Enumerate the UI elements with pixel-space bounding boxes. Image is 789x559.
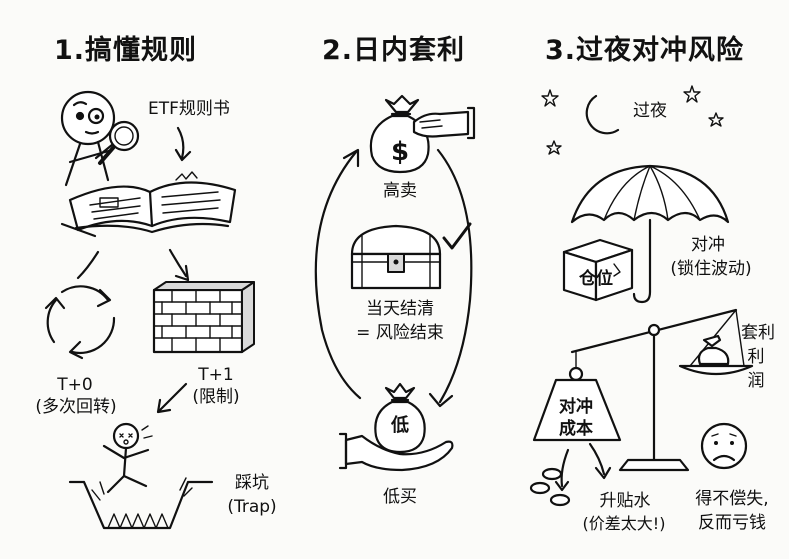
position-label: 仓位 [572, 268, 620, 290]
risk-end-label: = 风险结束 [338, 322, 462, 344]
brick-wall-icon [154, 282, 254, 352]
sell-high-label: 高卖 [376, 180, 424, 202]
premium-label: 升贴水 [592, 490, 658, 512]
panel-3-title: 3.过夜对冲风险 [545, 28, 744, 67]
t1-label: T+1 [188, 364, 244, 386]
trap-label: 踩坑 [228, 472, 276, 494]
pit-trap-icon [70, 478, 212, 528]
treasure-chest-icon [352, 226, 440, 288]
trap-en-label: (Trap) [214, 496, 290, 518]
premium-desc-label: (价差太大!) [572, 514, 676, 535]
t0-label: T+0 [48, 374, 102, 396]
sad-face-icon [702, 424, 746, 468]
arb-profit-label-1: 套利 [736, 322, 780, 344]
hedge-desc-label: (锁住波动) [664, 258, 758, 280]
checkmark-icon [444, 224, 470, 248]
arb-profit-label-2: 利 [744, 346, 768, 368]
to-t1-arrow [170, 250, 188, 280]
falling-person-icon [104, 424, 152, 492]
not-worth-label-1: 得不偿失, [686, 488, 778, 510]
rulebook-pointer-arrow [176, 128, 190, 160]
to-t0-arrow [78, 252, 98, 278]
buy-low-label: 低买 [376, 486, 424, 508]
dollar-sign: $ [391, 137, 409, 167]
hand-giving-icon [414, 108, 474, 138]
rulebook-label: ETF规则书 [148, 98, 230, 120]
t1-desc-label: (限制) [184, 386, 248, 408]
open-book-icon [62, 172, 235, 236]
overnight-label: 过夜 [626, 100, 674, 122]
cycle-arrows-icon [46, 286, 114, 358]
hedge-label: 对冲 [684, 234, 732, 256]
same-day-clear-label: 当天结清 [352, 298, 448, 320]
panel-2-title: 2.日内套利 [322, 28, 465, 67]
hedge-cost-label-1: 对冲 [552, 396, 600, 418]
arb-profit-label-3: 润 [744, 370, 768, 392]
hedge-cost-label-2: 成本 [552, 418, 600, 440]
to-trap-arrow [158, 384, 186, 412]
low-bag-label: 低 [384, 414, 416, 437]
panel-1-title: 1.搞懂规则 [54, 28, 197, 67]
t0-desc-label: (多次回转) [34, 396, 118, 418]
not-worth-label-2: 反而亏钱 [686, 512, 778, 534]
